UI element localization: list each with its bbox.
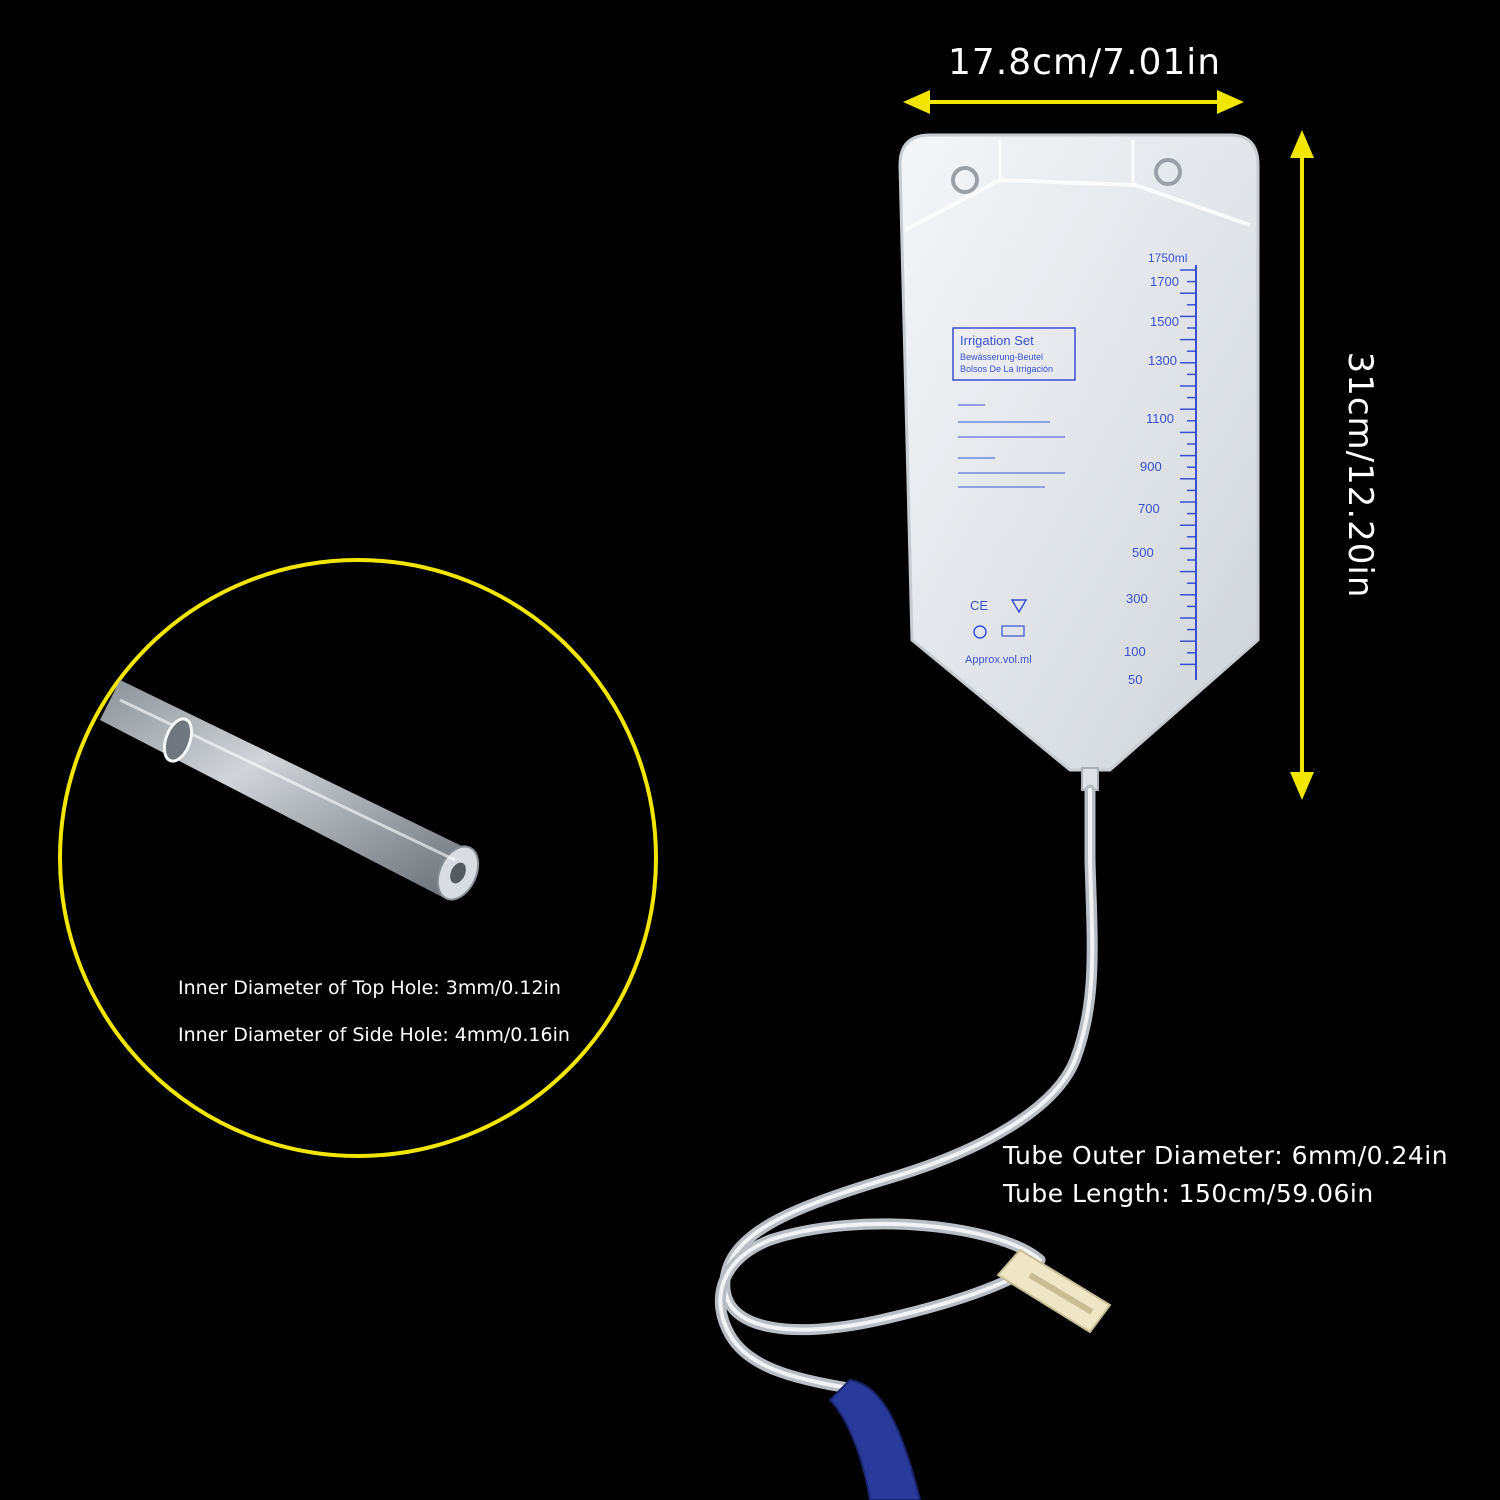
width-dimension-arrow [903,90,1244,114]
height-dimension-label: 31cm/12.20in [1340,351,1380,599]
detail-callout-circle [58,558,658,1158]
side-hole-diameter-label: Inner Diameter of Side Hole: 4mm/0.16in [178,1024,570,1046]
scale-mark-700: 700 [1138,501,1160,516]
sterile-icon [1001,625,1025,637]
width-dimension-label: 17.8cm/7.01in [948,42,1222,83]
bag-label-box [952,327,1076,381]
height-dimension-arrow [1290,130,1314,800]
scale-mark-1750: 1750ml [1148,251,1187,265]
hanging-hole-left [951,166,979,194]
hanging-hole-right [1154,158,1182,186]
scale-mark-1300: 1300 [1148,353,1177,368]
scale-mark-100: 100 [1124,644,1146,659]
irrigation-bag: Irrigation Set Bewässerung-Beutel Bolsos… [898,133,1260,791]
top-hole-diameter-label: Inner Diameter of Top Hole: 3mm/0.12in [178,977,561,999]
tube-clamp [996,1248,1112,1334]
bag-fine-print [958,404,1065,488]
scale-mark-900: 900 [1140,459,1162,474]
volume-scale: 1750ml 1700 1500 1300 1100 900 700 500 3… [1124,251,1197,687]
no-reuse-icon [973,625,987,639]
scale-mark-1500: 1500 [1150,314,1179,329]
bag-label-subtitle-1: Bewässerung-Beutel [960,352,1043,362]
caution-icon [1010,599,1028,614]
irrigation-tube [714,784,1098,1396]
side-hole [162,717,194,763]
scale-mark-300: 300 [1126,591,1148,606]
bag-label-subtitle-2: Bolsos De La Irrigación [960,364,1053,374]
scale-mark-500: 500 [1132,545,1154,560]
tube-length-label: Tube Length: 150cm/59.06in [1003,1179,1374,1208]
bag-label-title: Irrigation Set [960,333,1034,348]
scale-mark-1100: 1100 [1146,411,1174,426]
tube-outer-diameter-label: Tube Outer Diameter: 6mm/0.24in [1003,1141,1449,1170]
ce-mark-icon: CE [970,598,988,613]
approx-volume-label: Approx.vol.ml [965,654,1032,666]
scale-mark-50: 50 [1128,672,1142,687]
blue-nozzle [828,1378,922,1500]
scale-mark-1700: 1700 [1150,274,1179,289]
